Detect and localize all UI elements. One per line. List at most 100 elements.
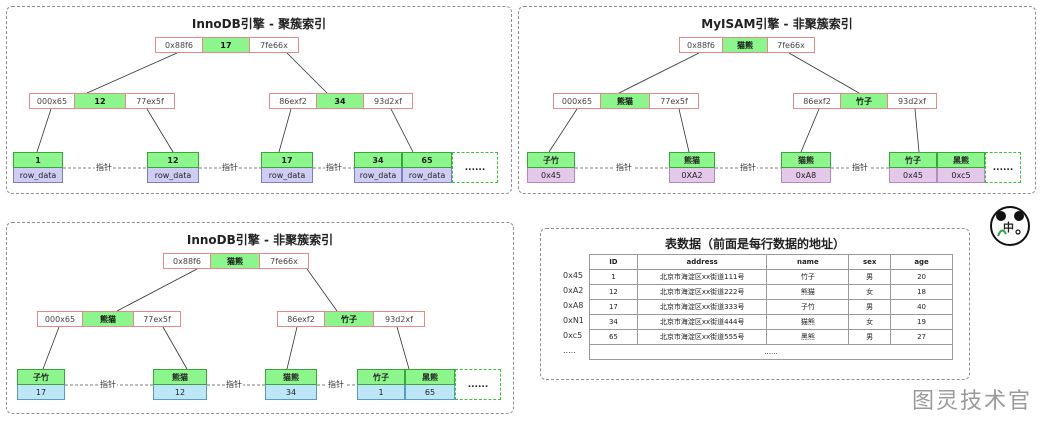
row-address: ..... bbox=[563, 346, 576, 355]
cell-age: 27 bbox=[890, 329, 953, 345]
leaf-key: 子竹 bbox=[17, 369, 65, 385]
table-row: 12 北京市海淀区xx街道222号 熊猫 女 18 bbox=[589, 284, 953, 300]
internal-node: 86exf2 竹子 93d2xf bbox=[277, 311, 425, 327]
column-header: sex bbox=[848, 254, 892, 270]
column-header: ID bbox=[589, 254, 638, 270]
cell-name: 黑熊 bbox=[766, 329, 850, 345]
pointer-cell: 7fe66x bbox=[767, 37, 815, 53]
data-table: ID address name sex age 1 北京市海淀区xx街道111号… bbox=[589, 254, 953, 360]
cell-id: 65 bbox=[589, 329, 638, 345]
leaf-node: 猫熊 34 bbox=[265, 369, 317, 400]
internal-node: 000x65 熊猫 77ex5f bbox=[553, 93, 699, 109]
row-address: 0xA8 bbox=[563, 301, 584, 310]
key-cell: 熊猫 bbox=[83, 311, 133, 327]
row-address: 0xc5 bbox=[563, 331, 583, 340]
leaf-node: 竹子 1 bbox=[357, 369, 405, 400]
pointer-cell: 7fe66x bbox=[249, 37, 299, 53]
pointer-cell: 86exf2 bbox=[277, 311, 325, 327]
leaf-key: 17 bbox=[261, 152, 313, 168]
cell-address: 北京市海淀区xx街道222号 bbox=[636, 284, 768, 300]
panda-logo-icon: 中 bbox=[990, 206, 1030, 246]
panel-title: InnoDB引擎 - 聚簇索引 bbox=[191, 17, 327, 31]
pointer-cell: 93d2xf bbox=[373, 311, 425, 327]
tree-edges bbox=[42, 268, 410, 386]
table-ellipsis: ...... bbox=[589, 344, 953, 360]
pointer-cell: 7fe66x bbox=[259, 253, 309, 269]
pointer-label: 指针 bbox=[95, 163, 113, 173]
pointer-label: 指针 bbox=[221, 163, 239, 173]
key-cell: 熊猫 bbox=[601, 93, 649, 109]
cell-id: 12 bbox=[589, 284, 638, 300]
leaf-primary-key: 65 bbox=[405, 385, 455, 400]
leaf-row-data: row_data bbox=[261, 168, 313, 183]
cell-address: 北京市海淀区xx街道555号 bbox=[636, 329, 768, 345]
key-cell: 12 bbox=[75, 93, 125, 109]
pointer-label: 指针 bbox=[851, 163, 869, 173]
leaf-row-data: row_data bbox=[402, 168, 452, 183]
leaf-primary-key: 34 bbox=[265, 385, 317, 400]
table-data-panel: 表数据（前面是每行数据的地址） 0x45 0xA2 0xA8 0xN1 0xc5… bbox=[540, 228, 970, 380]
key-cell: 竹子 bbox=[841, 93, 887, 109]
internal-node: 86exf2 竹子 93d2xf bbox=[793, 93, 937, 109]
innodb-clustered-panel: InnoDB引擎 - 聚簇索引 0x88f6 17 7fe66x 000x65 … bbox=[6, 6, 512, 194]
pointer-cell: 0x88f6 bbox=[679, 37, 723, 53]
leaf-node: 34 row_data bbox=[354, 152, 402, 183]
more-leaves: ...... bbox=[452, 152, 498, 183]
root-node: 0x88f6 17 7fe66x bbox=[155, 37, 299, 53]
key-cell: 34 bbox=[317, 93, 363, 109]
leaf-key: 黑熊 bbox=[937, 152, 985, 168]
cell-address: 北京市海淀区xx街道444号 bbox=[636, 314, 768, 330]
pointer-cell: 000x65 bbox=[29, 93, 75, 109]
myisam-nonclustered-panel: MyISAM引擎 - 非聚簇索引 0x88f6 猫熊 7fe66x 000x65… bbox=[518, 6, 1036, 194]
cell-age: 40 bbox=[890, 299, 953, 315]
row-address: 0xA2 bbox=[563, 286, 584, 295]
leaf-node: 熊猫 0XA2 bbox=[669, 152, 715, 183]
cell-sex: 男 bbox=[848, 269, 892, 285]
pointer-cell: 93d2xf bbox=[363, 93, 413, 109]
row-address: 0xN1 bbox=[563, 316, 584, 325]
key-cell: 猫熊 bbox=[211, 253, 259, 269]
pointer-label: 指针 bbox=[99, 380, 117, 390]
pointer-cell: 93d2xf bbox=[887, 93, 937, 109]
leaf-key: 竹子 bbox=[889, 152, 937, 168]
pointer-label: 指针 bbox=[225, 380, 243, 390]
leaf-key: 12 bbox=[147, 152, 199, 168]
root-node: 0x88f6 猫熊 7fe66x bbox=[163, 253, 309, 269]
cell-name: 熊猫 bbox=[766, 284, 850, 300]
column-header: address bbox=[636, 254, 768, 270]
internal-node: 000x65 熊猫 77ex5f bbox=[37, 311, 181, 327]
leaf-node: 1 row_data bbox=[13, 152, 63, 183]
leaf-key: 猫熊 bbox=[265, 369, 317, 385]
leaf-primary-key: 12 bbox=[153, 385, 207, 400]
leaf-key: 65 bbox=[402, 152, 452, 168]
leaf-address: 0x45 bbox=[527, 168, 575, 183]
more-leaves: ...... bbox=[455, 369, 501, 400]
pointer-cell: 77ex5f bbox=[125, 93, 175, 109]
column-header: name bbox=[766, 254, 850, 270]
leaf-node: 子竹 0x45 bbox=[527, 152, 575, 183]
cell-address: 北京市海淀区xx街道111号 bbox=[636, 269, 768, 285]
leaf-node: 黑熊 0xc5 bbox=[937, 152, 985, 183]
leaf-node: 竹子 0x45 bbox=[889, 152, 937, 183]
leaf-row-data: row_data bbox=[147, 168, 199, 183]
cell-sex: 女 bbox=[848, 314, 892, 330]
leaf-address: 0XA2 bbox=[669, 168, 715, 183]
cell-age: 18 bbox=[890, 284, 953, 300]
cell-sex: 女 bbox=[848, 284, 892, 300]
cell-sex: 男 bbox=[848, 329, 892, 345]
pointer-cell: 0x88f6 bbox=[163, 253, 211, 269]
leaf-key: 猫熊 bbox=[781, 152, 831, 168]
pointer-label: 指针 bbox=[739, 163, 757, 173]
pointer-cell: 86exf2 bbox=[269, 93, 317, 109]
root-node: 0x88f6 猫熊 7fe66x bbox=[679, 37, 815, 53]
cell-age: 20 bbox=[890, 269, 953, 285]
cell-name: 子竹 bbox=[766, 299, 850, 315]
leaf-node: 猫熊 0xA8 bbox=[781, 152, 831, 183]
leaf-node: 熊猫 12 bbox=[153, 369, 207, 400]
panel-title: InnoDB引擎 - 非聚簇索引 bbox=[186, 233, 334, 247]
pointer-cell: 77ex5f bbox=[133, 311, 181, 327]
pointer-cell: 77ex5f bbox=[649, 93, 699, 109]
pointer-label: 指针 bbox=[615, 163, 633, 173]
leaf-address: 0xc5 bbox=[937, 168, 985, 183]
leaf-row-data: row_data bbox=[13, 168, 63, 183]
